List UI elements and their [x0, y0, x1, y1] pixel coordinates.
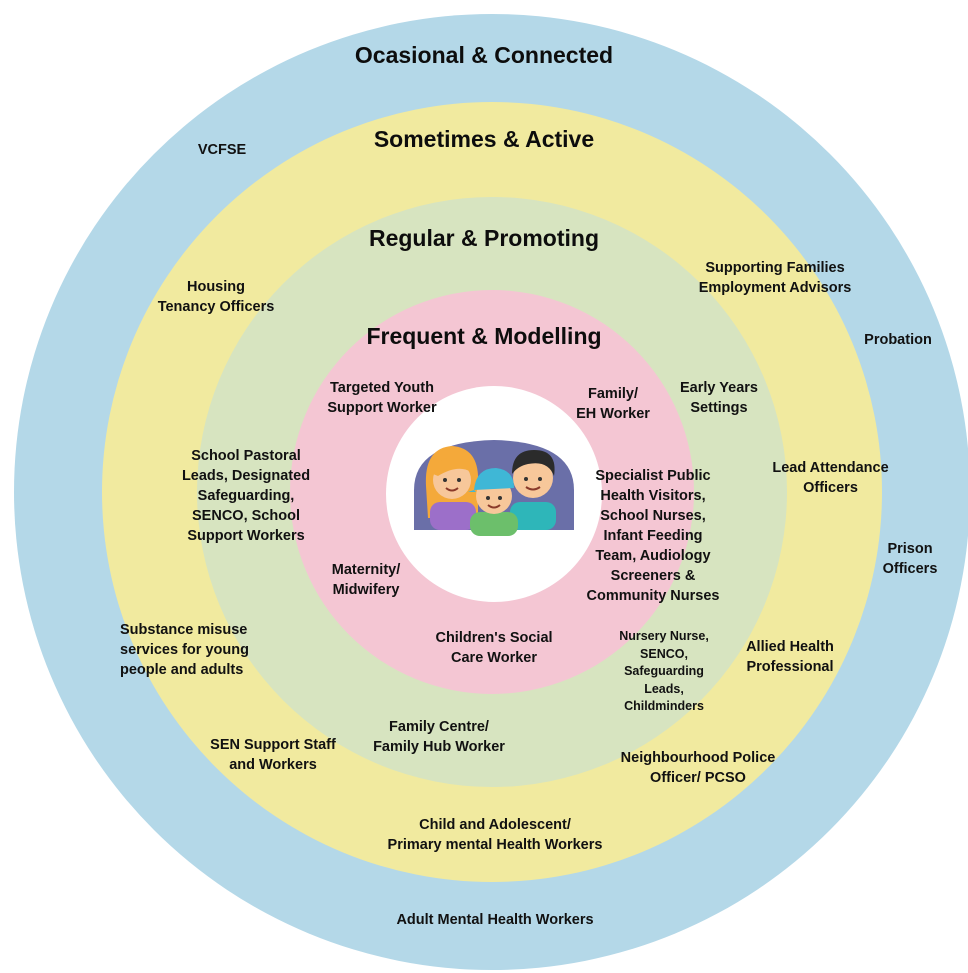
label-targeted-youth: Targeted Youth Support Worker [327, 380, 437, 416]
label-supporting-families: Supporting Families Employment Advisors [698, 260, 852, 296]
label-early-years: Early Years Settings [680, 380, 758, 416]
label-neighbourhood-police: Neighbourhood Police Officer/ PCSO [620, 750, 776, 786]
label-childrens-social-care: Children's Social Care Worker [435, 630, 553, 666]
label-family-eh: Family/ EH Worker [576, 386, 650, 422]
label-vcfse: VCFSE [197, 142, 247, 158]
label-sen-support: SEN Support Staff and Workers [210, 737, 336, 773]
ring-title-inner: Frequent & Modelling [366, 323, 602, 349]
label-substance-misuse: Substance misuse services for young peop… [120, 622, 249, 678]
label-housing: Housing Tenancy Officers [157, 279, 275, 315]
ring-title-third: Sometimes & Active [373, 126, 595, 152]
ring-title-outer: Ocasional & Connected [354, 42, 614, 68]
family-icon [414, 440, 574, 536]
label-family-centre: Family Centre/ Family Hub Worker [373, 719, 505, 755]
ring-title-second: Regular & Promoting [368, 225, 599, 251]
label-maternity: Maternity/ Midwifery [331, 562, 401, 598]
label-camhs: Child and Adolescent/ Primary mental Hea… [387, 817, 603, 853]
label-school-pastoral: School Pastoral Leads, Designated Safegu… [181, 448, 311, 544]
label-nursery: Nursery Nurse, SENCO, Safeguarding Leads… [619, 629, 709, 713]
label-allied-health: Allied Health Professional [746, 639, 834, 675]
label-specialist-health: Specialist Public Health Visitors, Schoo… [586, 468, 720, 604]
label-lead-attendance: Lead Attendance Officers [772, 460, 889, 496]
label-probation: Probation [864, 332, 932, 348]
label-prison-officers: Prison Officers [882, 541, 938, 577]
label-adult-mental-health: Adult Mental Health Workers [396, 912, 594, 928]
